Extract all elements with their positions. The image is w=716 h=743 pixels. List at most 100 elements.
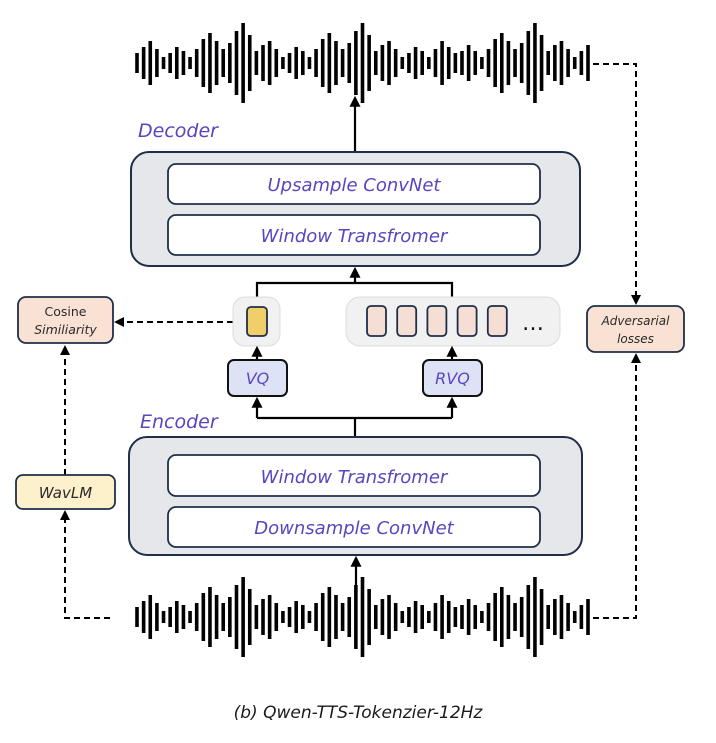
waveform-bar [506,595,511,639]
vq-box [227,359,288,397]
waveform-bar [214,41,219,85]
waveform-bar [247,35,252,91]
waveform-bar [367,589,371,645]
vq-label: VQ [246,369,270,388]
waveform-bar [221,49,226,77]
waveform-bar [261,599,265,635]
rvq-token [456,305,478,337]
waveform-bar [499,587,504,647]
waveform-bar [234,585,239,649]
waveform-bar [181,605,186,629]
waveform-bar [274,603,279,631]
waveform-bar [380,45,385,81]
waveform-bar [174,601,179,633]
waveform-bar [473,605,478,629]
waveform-bar [559,595,564,639]
waveform-bar [301,605,305,629]
waveform-bar [526,31,531,95]
waveform-bar [247,589,252,645]
waveform-bar [168,53,172,73]
waveform-bar [347,43,352,83]
waveform-bar [155,49,159,77]
adversarial-losses-label-line2: losses [617,332,654,346]
waveform-bar [526,585,531,649]
waveform-bar [287,53,292,73]
waveform-bar [533,23,537,103]
waveform-bar [148,595,153,639]
waveform-bar [241,577,245,657]
waveform-bar [380,599,385,635]
encoder-downsample-layer [167,506,541,548]
waveform-bar [566,49,570,77]
waveform-bar [513,49,517,77]
waveform-bar [201,593,206,641]
tokens-merge-line [255,281,454,297]
waveform-bar [433,49,438,77]
waveform-bar [460,51,464,75]
waveform-bar [241,23,245,103]
waveform-bar [188,57,192,69]
rvq-box [422,359,483,397]
waveform-bar [566,603,570,631]
waveform-bar [433,603,438,631]
waveform-bar [387,41,391,85]
waveform-bar [546,605,551,629]
waveform-bar [553,599,557,635]
waveform-bar [393,603,398,631]
output-to-adversarial-dashed-arrow [593,63,641,305]
waveform-bar [307,57,312,69]
waveform-bar [320,593,325,641]
waveform-bar [373,51,378,75]
waveform-bar [135,607,139,627]
waveform-bar [586,599,590,635]
waveform-bar [301,51,305,75]
waveform-bar [287,607,292,627]
waveform-bar [493,39,497,87]
vq-token [246,306,268,337]
waveform-bar [506,41,511,85]
cosine-similarity-label-line1: Cosine [45,304,87,319]
waveform-bar [307,611,312,623]
waveform-bar [294,601,298,633]
encoder-window-transformer-layer [167,454,541,497]
waveform-bar [161,611,166,623]
waveform-bar [254,51,259,75]
waveform-bar [400,611,405,623]
waveform-bar [201,39,206,87]
waveform-bar [400,57,405,69]
waveform-bar [480,57,484,69]
waveform-bar [334,595,338,639]
waveform-bar [387,595,391,639]
waveform-bar [413,601,418,633]
waveform-bar [327,33,332,93]
waveform-bar [274,49,279,77]
rvq-token [366,305,387,337]
cosine-similarity-box [17,296,114,344]
waveform-bar [174,47,179,79]
waveform-bar [460,605,464,629]
waveform-bar [499,33,504,93]
waveform-bar [360,577,365,657]
waveform-bar [466,599,471,635]
waveform-bar [579,605,584,629]
waveform-bar [320,39,325,87]
waveform-bar [519,43,524,83]
waveform-bar [446,47,451,79]
rvq-ellipsis: … [522,311,544,336]
waveform-bar [546,51,551,75]
waveform-bar [340,49,345,77]
waveform-bar [347,597,352,637]
waveform-bar [208,33,212,93]
waveform-bar [261,45,265,81]
wavlm-box [15,474,116,510]
waveform-bar [314,49,318,77]
waveform-bar [267,595,272,639]
waveform-bar [586,45,590,81]
waveform-bar [407,53,411,73]
waveform-bar [579,51,584,75]
waveform-bar [572,57,577,69]
rvq-label: RVQ [435,369,470,388]
rvq-token [396,305,418,337]
waveform-bar [440,41,444,85]
waveform-bar [539,589,544,645]
